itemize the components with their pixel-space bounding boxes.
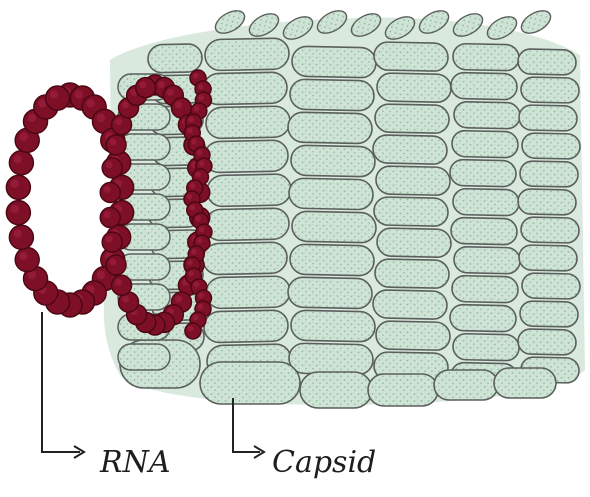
capsid-subunit [377, 228, 451, 258]
capsid-subunit [300, 372, 372, 408]
capsid-subunit [148, 44, 202, 73]
capsid-subunit [452, 130, 518, 157]
capsid-subunit [518, 189, 576, 215]
capsid-subunit [368, 374, 438, 406]
capsid-subunit [450, 159, 516, 186]
capsid-subunit [453, 43, 519, 70]
capsid-subunit [377, 73, 451, 103]
capsid-subunit [520, 301, 578, 327]
capsid-subunit [373, 290, 447, 320]
capsid-subunit [521, 217, 579, 243]
capsid-subunit [205, 38, 289, 71]
capsid-subunit [292, 211, 376, 243]
capsid-label: Capsid [272, 445, 376, 480]
capsid-subunit [518, 329, 576, 355]
rna-bead [9, 225, 33, 249]
rna-bead [185, 323, 201, 339]
capsid-subunit [454, 102, 520, 129]
capsid-subunit [375, 104, 449, 134]
capsid-subunit [494, 368, 556, 398]
capsid-subunit [522, 273, 580, 299]
capsid-subunit [518, 49, 576, 75]
capsid-subunit [288, 112, 372, 144]
capsid-subunit [518, 6, 555, 38]
rna-bead [136, 78, 156, 98]
capsid-subunit [450, 304, 516, 331]
capsid-subunit [374, 197, 448, 227]
rna-bead [112, 275, 132, 295]
rna-bead [100, 208, 120, 228]
capsid-subunit [203, 72, 287, 105]
capsid-subunit [520, 161, 578, 187]
capsid-subunit [204, 310, 288, 343]
rna-leader-line [42, 312, 80, 452]
capsid-subunit [289, 178, 373, 210]
capsid-subunit [204, 140, 288, 173]
capsid-subunit [292, 46, 376, 78]
capsid-subunit [205, 208, 289, 241]
capsid-subunit [206, 276, 290, 309]
rna-bead [6, 201, 30, 225]
capsid-subunit [451, 72, 517, 99]
capsid-subunit [291, 145, 375, 177]
capsid-subunit [519, 105, 577, 131]
capsid-subunit [374, 42, 448, 72]
rna-bead [102, 232, 122, 252]
capsid-subunit [375, 259, 449, 289]
capsid-subunit [290, 244, 374, 276]
capsid-subunit [521, 77, 579, 103]
capsid-subunit [118, 344, 170, 370]
capsid-subunit [200, 362, 300, 404]
capsid-subunit [453, 188, 519, 215]
rna-bead [102, 158, 122, 178]
rna-label: RNA [99, 445, 171, 480]
capsid-subunit [289, 343, 373, 375]
capsid-subunit [519, 245, 577, 271]
capsid-subunit [288, 277, 372, 309]
capsid-subunit [373, 135, 447, 165]
rna-bead [9, 151, 33, 175]
capsid-subunit [376, 166, 450, 196]
capsid-subunit [434, 370, 498, 400]
capsid-subunit [453, 333, 519, 360]
rna-bead [15, 248, 39, 272]
capsid-subunit [376, 321, 450, 351]
rna-bead [100, 182, 120, 202]
capsid [104, 6, 585, 408]
capsid-subunit [452, 275, 518, 302]
rna-bead [6, 175, 30, 199]
capsid-leader-line [233, 398, 260, 452]
rna-bead [106, 255, 126, 275]
capsid-subunit [206, 106, 290, 139]
capsid-subunit [290, 79, 374, 111]
capsid-subunit [522, 133, 580, 159]
capsid-subunit [454, 247, 520, 274]
rna-bead [106, 135, 126, 155]
capsid-subunit [203, 242, 287, 275]
capsid-subunit [451, 217, 517, 244]
capsid-subunit [291, 310, 375, 342]
rna-bead [46, 86, 70, 110]
capsid-subunit [207, 174, 291, 207]
